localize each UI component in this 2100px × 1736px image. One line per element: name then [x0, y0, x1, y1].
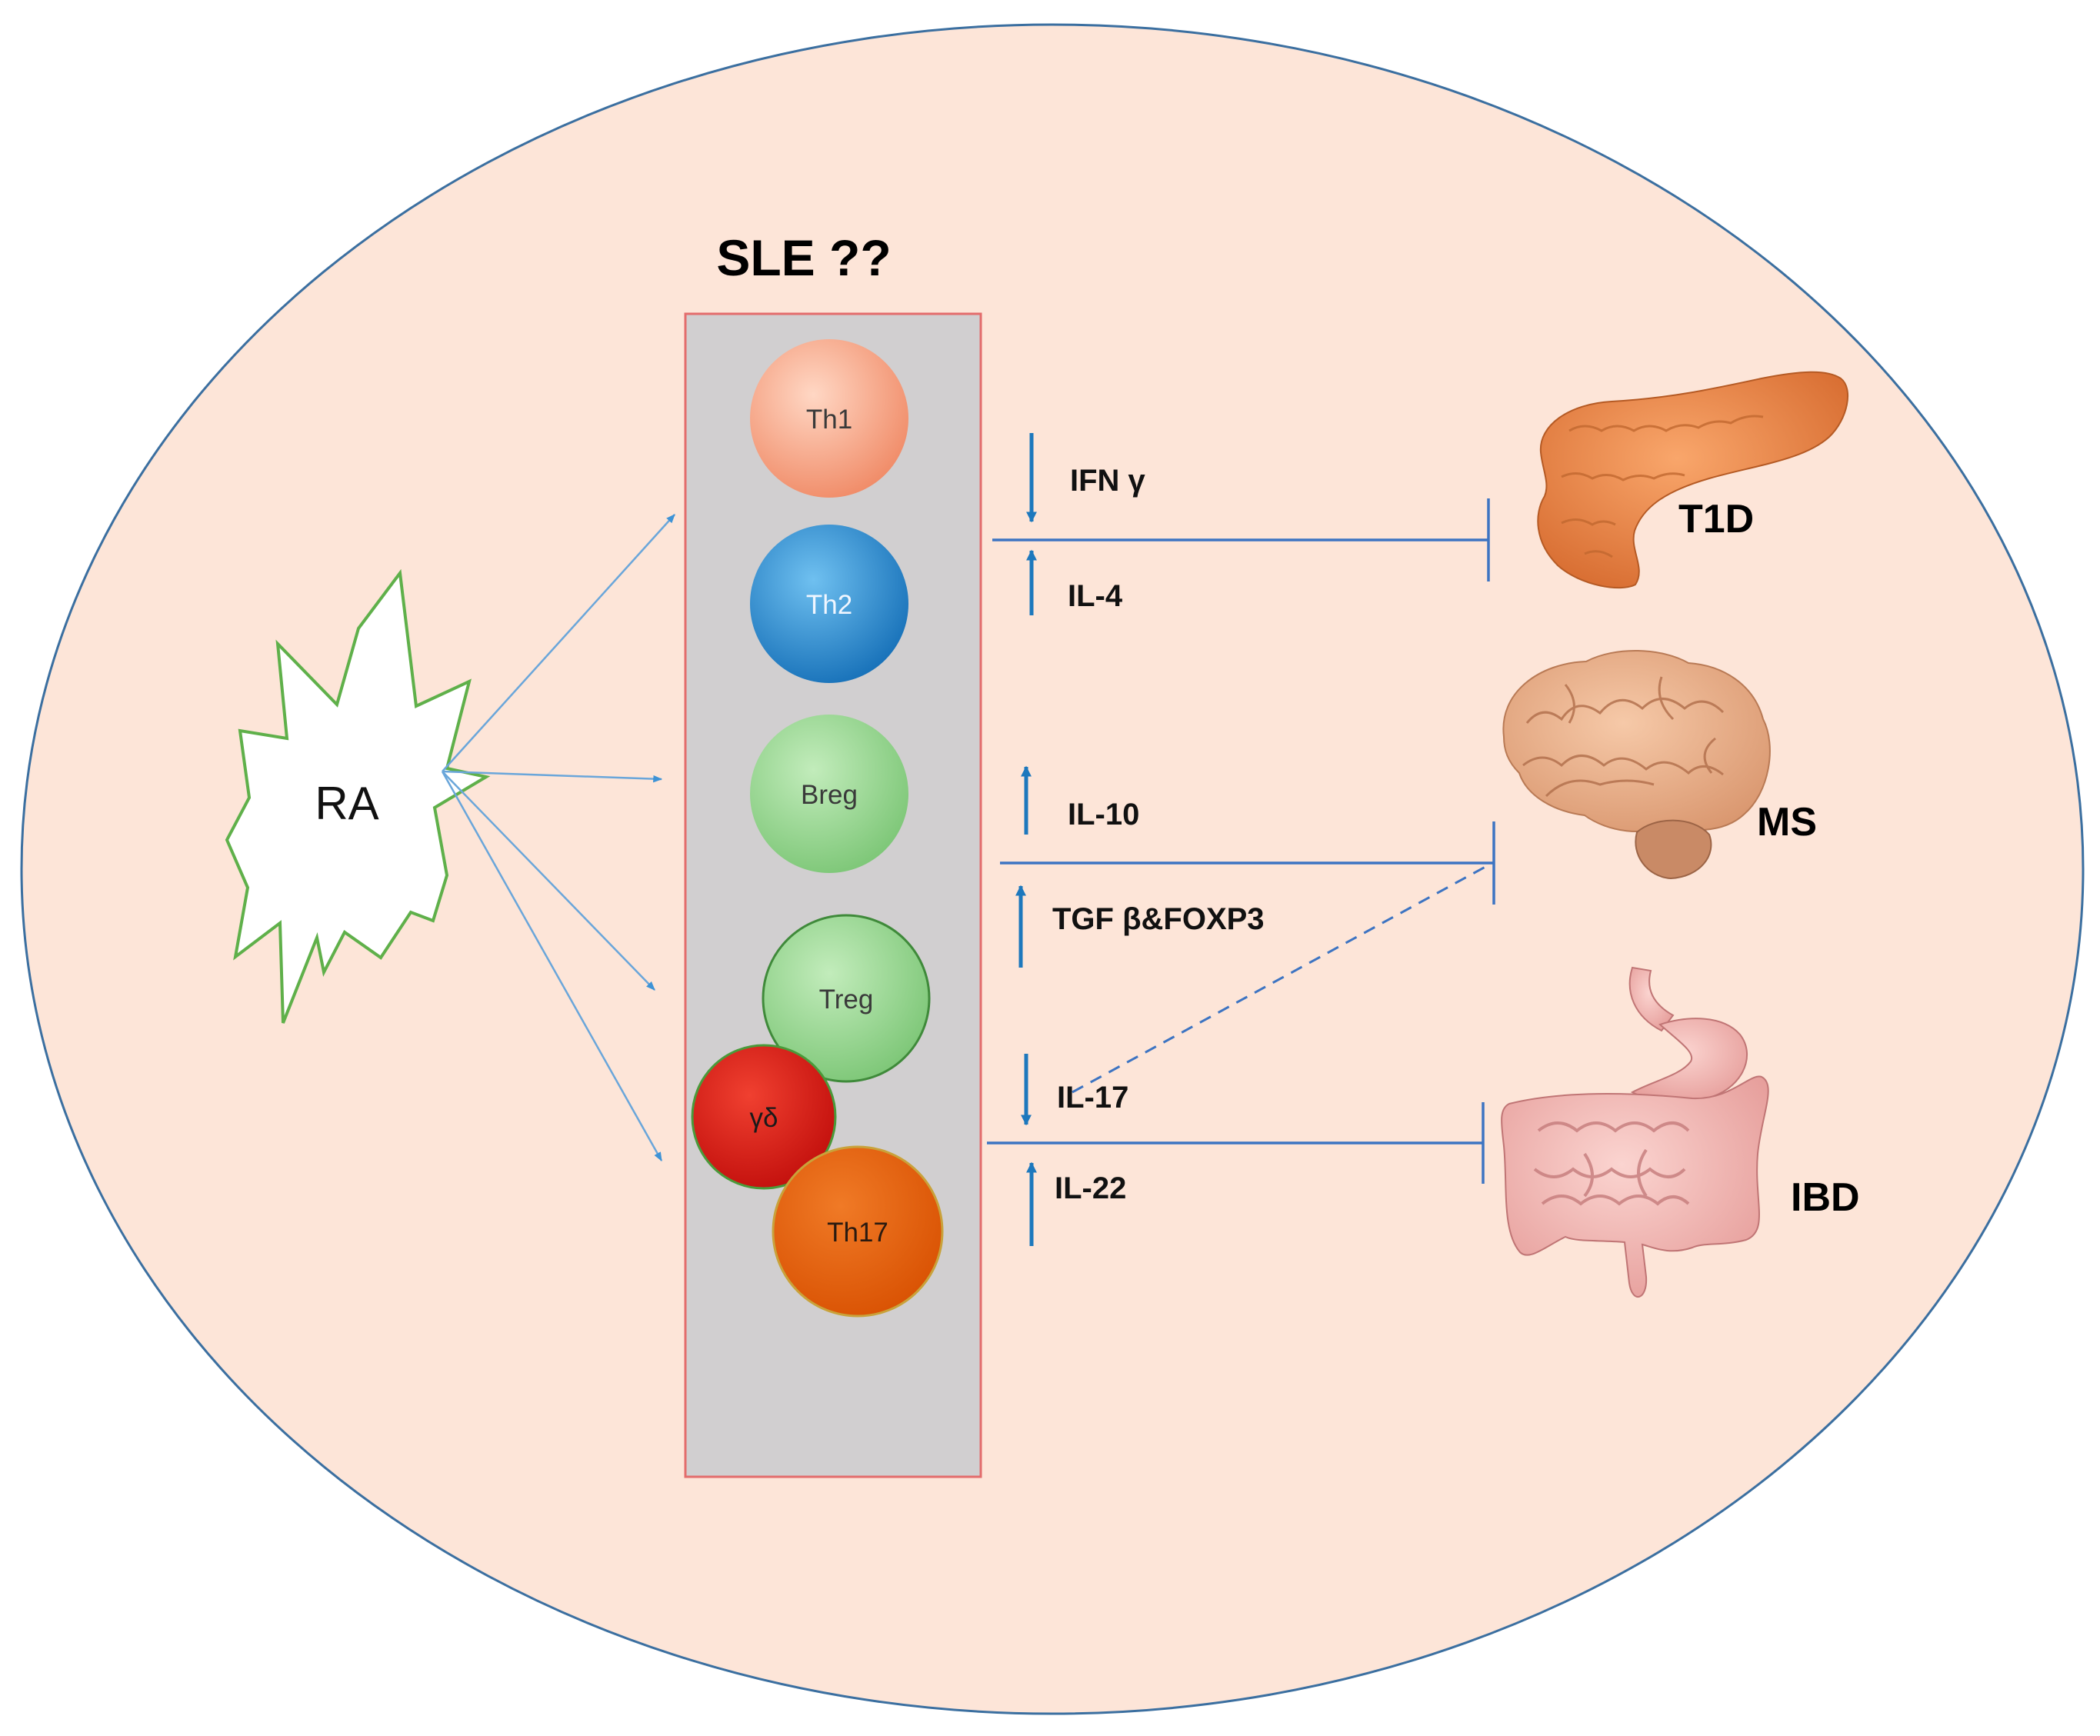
cell-th17-label: Th17	[827, 1218, 888, 1248]
intestine-esophagus	[1628, 966, 1675, 1032]
intestine-coils	[1533, 1121, 1690, 1206]
inhibit-dashed-il17-ms	[1072, 861, 1493, 1094]
cell-gd-body	[691, 1044, 837, 1190]
trigger-arrows	[441, 514, 675, 1162]
intestine-colon	[1501, 1075, 1769, 1298]
organ-ms: MS	[1502, 650, 1817, 880]
cell-breg: Breg	[750, 715, 908, 873]
cell-gd-label: γδ	[750, 1103, 778, 1133]
arrow-ra-to-breg	[442, 770, 663, 783]
cell-th2: Th2	[750, 525, 908, 683]
brain-gyri	[1522, 676, 1725, 798]
arrow-ra-to-th17	[441, 771, 663, 1162]
cell-treg-body	[762, 914, 931, 1083]
brain-icon	[1502, 650, 1771, 880]
cytokine-arrows	[1015, 433, 1037, 1246]
pancreas-texture	[1561, 415, 1764, 558]
cytokine-label-il4: IL-4	[1068, 579, 1123, 613]
cell-th1: Th1	[750, 339, 908, 498]
starburst-icon	[225, 568, 491, 1024]
cytokine-labels: IFN γ IL-4 IL-10 TGF β&FOXP3 IL-17 IL-22	[1052, 464, 1265, 1205]
cell-th2-label: Th2	[806, 590, 852, 620]
brain-cerebrum	[1502, 650, 1771, 833]
cytokine-label-il10: IL-10	[1068, 798, 1139, 831]
cell-treg-label: Treg	[819, 985, 874, 1015]
arrow-ra-to-th	[442, 514, 675, 772]
organ-t1d-label: T1D	[1678, 497, 1754, 541]
organ-ibd-label: IBD	[1791, 1175, 1860, 1220]
cell-breg-label: Breg	[801, 780, 858, 810]
diagram-title: SLE ??	[716, 229, 891, 286]
arrow-ra-to-treg	[442, 771, 655, 991]
cell-breg-body	[750, 715, 908, 873]
organ-ms-label: MS	[1757, 800, 1817, 845]
cell-th17-body	[772, 1145, 944, 1318]
cell-treg: Treg	[762, 914, 931, 1083]
cytokine-label-il22: IL-22	[1055, 1171, 1126, 1205]
intestine-icon	[1501, 966, 1769, 1298]
cell-th2-body	[750, 525, 908, 683]
pancreas-icon	[1537, 371, 1848, 589]
organ-t1d: T1D	[1537, 371, 1848, 589]
cell-th1-label: Th1	[806, 405, 852, 435]
cell-th17: Th17	[772, 1145, 944, 1318]
cytokine-label-tgf: TGF β&FOXP3	[1052, 902, 1265, 936]
trigger-label: RA	[315, 778, 378, 829]
cytokine-label-ifn: IFN γ	[1070, 464, 1146, 498]
inhibition-lines	[987, 498, 1495, 1184]
trigger-starburst: RA	[225, 568, 491, 1024]
cytokine-label-il17: IL-17	[1057, 1081, 1128, 1115]
cell-gd: γδ	[691, 1044, 837, 1190]
cell-th1-body	[750, 339, 908, 498]
brain-cerebellum	[1635, 819, 1712, 880]
organ-ibd: IBD	[1501, 966, 1860, 1298]
